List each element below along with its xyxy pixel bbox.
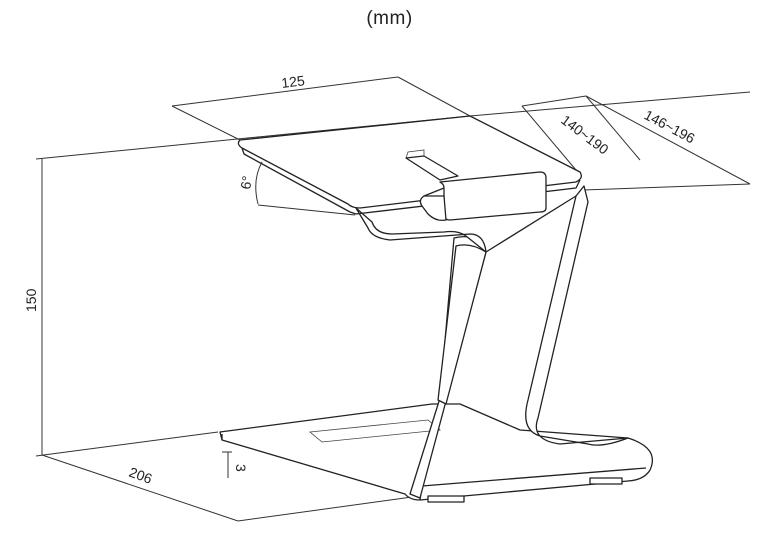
dim-base-depth: 206: [127, 464, 155, 487]
dim-base-thickness: 3: [233, 464, 249, 472]
unit-label: (mm): [366, 8, 413, 29]
dim-height: 150: [23, 288, 39, 312]
dimension-lines: [35, 76, 751, 522]
front-holder: [439, 171, 547, 221]
stand-body: [219, 115, 654, 503]
dim-tilt-angle: 6°: [237, 175, 255, 191]
dim-holder-range: 140~190: [558, 112, 612, 158]
dim-top-width: 125: [280, 72, 305, 91]
top-neck: [355, 207, 487, 253]
